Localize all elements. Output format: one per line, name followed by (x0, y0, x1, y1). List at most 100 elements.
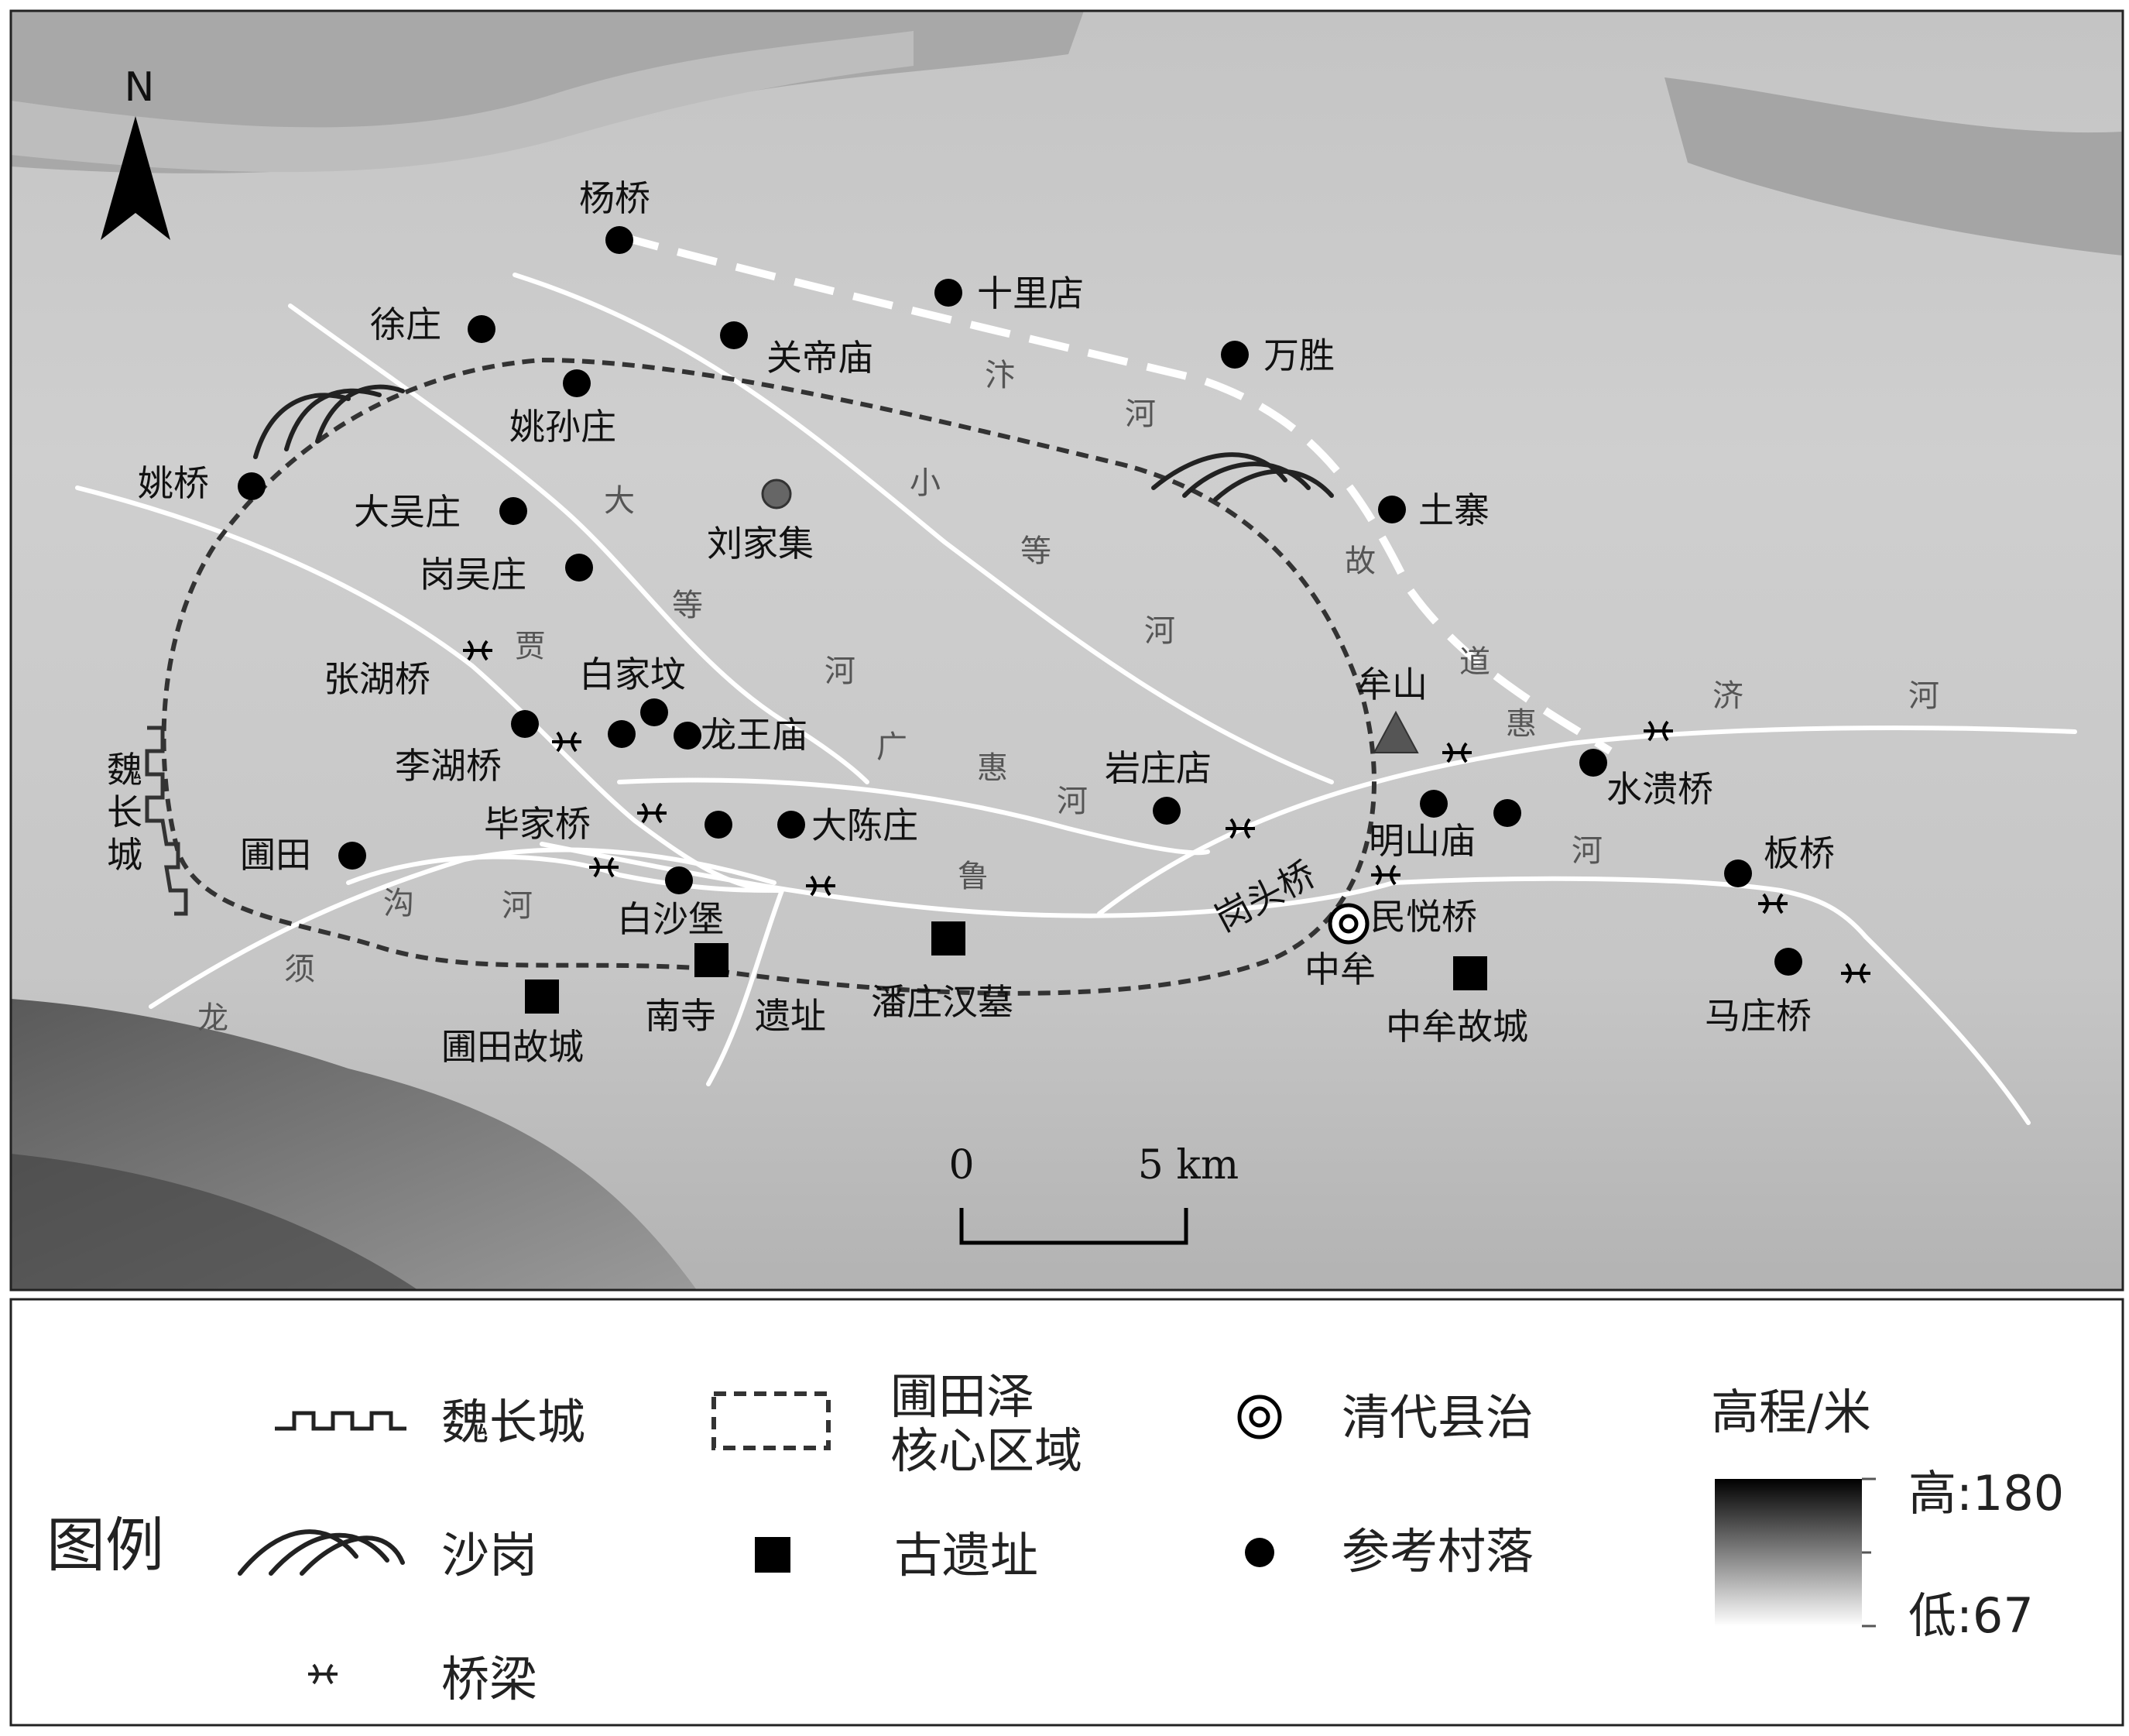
village-dot-yanzhuangdian (1153, 797, 1181, 825)
bridge-gangtouqiao (1226, 818, 1255, 839)
bianhe-old-course (618, 232, 1613, 755)
village-dot-putian (338, 842, 366, 870)
river-label-hui-he: 河 (1572, 833, 1603, 869)
label-shilidian: 十里店 (977, 273, 1084, 314)
ruin-putian-gucheng (525, 980, 559, 1014)
core-zone-boundary (161, 357, 1376, 996)
bridge-bijiaqiao (637, 802, 667, 824)
terrain-ne-lowland (1664, 77, 2123, 256)
label-wei-great-wall-char-2: 长 (107, 791, 142, 833)
river-label-xiaodeng-3: 河 (1144, 613, 1175, 649)
legend-ruins-symbol (755, 1537, 790, 1573)
river-label-dadeng-1: 大 (604, 483, 635, 519)
river-label-xiaodeng-2: 等 (1020, 533, 1051, 569)
village-dot-yaoqiao (238, 472, 266, 500)
bridge-markers (463, 640, 1870, 984)
river-label-guanghui-3: 河 (1057, 784, 1088, 819)
river-label-jia: 贾 (515, 629, 546, 664)
map-panel: N 0 5 km (9, 9, 2124, 1292)
river-label-dadeng-2: 等 (672, 588, 703, 623)
legend-zone-label-1: 圃田泽 (890, 1368, 1034, 1425)
village-dot-shuikuiqiao (1579, 749, 1607, 777)
scale-start: 0 (948, 1142, 974, 1189)
village-dot-yaosunzhuang (563, 369, 591, 397)
legend-zone-label-2: 核心区域 (890, 1422, 1082, 1479)
legend-county-label: 清代县治 (1342, 1389, 1534, 1446)
north-arrow: N (101, 64, 170, 240)
village-dot-tuzhai (1378, 496, 1406, 523)
label-wansheng: 万胜 (1263, 335, 1335, 376)
label-wei-great-wall-char-3: 城 (107, 834, 142, 876)
label-mushan: 牟山 (1356, 664, 1428, 705)
label-banqiao: 板桥 (1764, 832, 1835, 874)
label-wei-great-wall: 魏 长 城 (107, 749, 142, 876)
bridge-banqiao (1758, 893, 1788, 914)
mountain-mushan (1373, 710, 1419, 753)
label-tuzhai: 土寨 (1418, 489, 1490, 531)
river-label-xiaodeng-1: 小 (910, 465, 941, 501)
village-dot-bijiaqiao (705, 811, 732, 839)
river-label-long: 龙 (197, 1000, 228, 1036)
label-panzhuang: 潘庄汉墓 (871, 981, 1013, 1023)
label-yangqiao: 杨桥 (579, 177, 650, 219)
scale-end: 5 km (1138, 1142, 1239, 1189)
rivers (75, 273, 2077, 1125)
label-guandimiao: 关帝庙 (766, 337, 873, 379)
river-dadeng (288, 304, 869, 784)
legend-wall-symbol (275, 1411, 406, 1431)
river-label-gouhe-he: 河 (502, 888, 533, 924)
label-putian: 圃田 (240, 834, 311, 876)
scale-bar: 0 5 km (948, 1142, 1239, 1245)
river-label-gou: 沟 (383, 886, 414, 921)
bridge-shuikuiqiao (1644, 720, 1673, 742)
legend-zone-symbol (711, 1391, 831, 1450)
river-label-guanghui-1: 广 (876, 729, 907, 765)
village-dot-longwangmiao (674, 722, 701, 750)
legend-dune-label: 沙岗 (441, 1527, 537, 1583)
river-xiaodeng (513, 273, 1334, 784)
legend-village-label: 参考村落 (1342, 1523, 1534, 1580)
bridge-lihuqiao (552, 731, 581, 753)
legend-elevation-low: 低:67 (1908, 1587, 2034, 1644)
river-gou (346, 854, 784, 893)
legend-dune-symbol (238, 1529, 405, 1576)
river-xulong (149, 847, 777, 1009)
map-border (9, 9, 2124, 1292)
legend-elevation-title: 高程/米 (1711, 1384, 1871, 1440)
label-mingshanmiao: 明山庙 (1369, 820, 1476, 862)
bridge-minyueqiao (1371, 864, 1400, 886)
village-dot-baijiafen (640, 698, 668, 726)
bridge-zhanghuqiao (463, 640, 492, 661)
river-label-guanghui-2: 惠 (977, 750, 1008, 786)
ruin-markers (525, 921, 1487, 1014)
legend-elevation-high: 高:180 (1908, 1465, 2064, 1522)
river-mazhuang (1863, 935, 2031, 1125)
river-label-ji-2: 河 (1908, 678, 1939, 714)
label-zhongmou: 中牟 (1304, 949, 1376, 990)
river-label-lu: 鲁 (958, 859, 989, 894)
ruin-nansi (694, 943, 729, 977)
county-seat-zhongmou (1328, 903, 1370, 945)
label-shuikuiqiao: 水溃桥 (1606, 768, 1713, 810)
label-dawuzhuang: 大吴庄 (354, 491, 461, 533)
village-dot-mazhuangqiao (1774, 948, 1802, 976)
dune-west (253, 384, 405, 459)
river-hui-lower (1391, 876, 1868, 939)
legend-ruins-label: 古遗址 (894, 1527, 1038, 1583)
village-dot-lihuqiao (511, 710, 539, 738)
village-dot-dawuzhuang (499, 497, 527, 525)
terrain-north-channel (11, 31, 914, 173)
river-label-xu: 须 (284, 952, 315, 987)
village-dot-mingshanmiao-2 (1493, 799, 1521, 827)
village-dot-dachenzhuang (777, 811, 805, 839)
terrain-sw-highest (11, 1154, 418, 1290)
label-yanzhuangdian: 岩庄店 (1105, 747, 1212, 789)
label-liujiaji: 刘家集 (707, 523, 814, 564)
label-baijiafen: 白家坟 (579, 654, 686, 695)
river-label-dadeng-3: 河 (825, 654, 855, 689)
river-label-hui: 惠 (1506, 706, 1537, 742)
village-dot-liujiaji (761, 479, 792, 509)
bridge-lu (806, 875, 835, 897)
label-longwangmiao: 龙王庙 (701, 714, 807, 756)
village-dot-mingshanmiao-1 (1420, 790, 1448, 818)
